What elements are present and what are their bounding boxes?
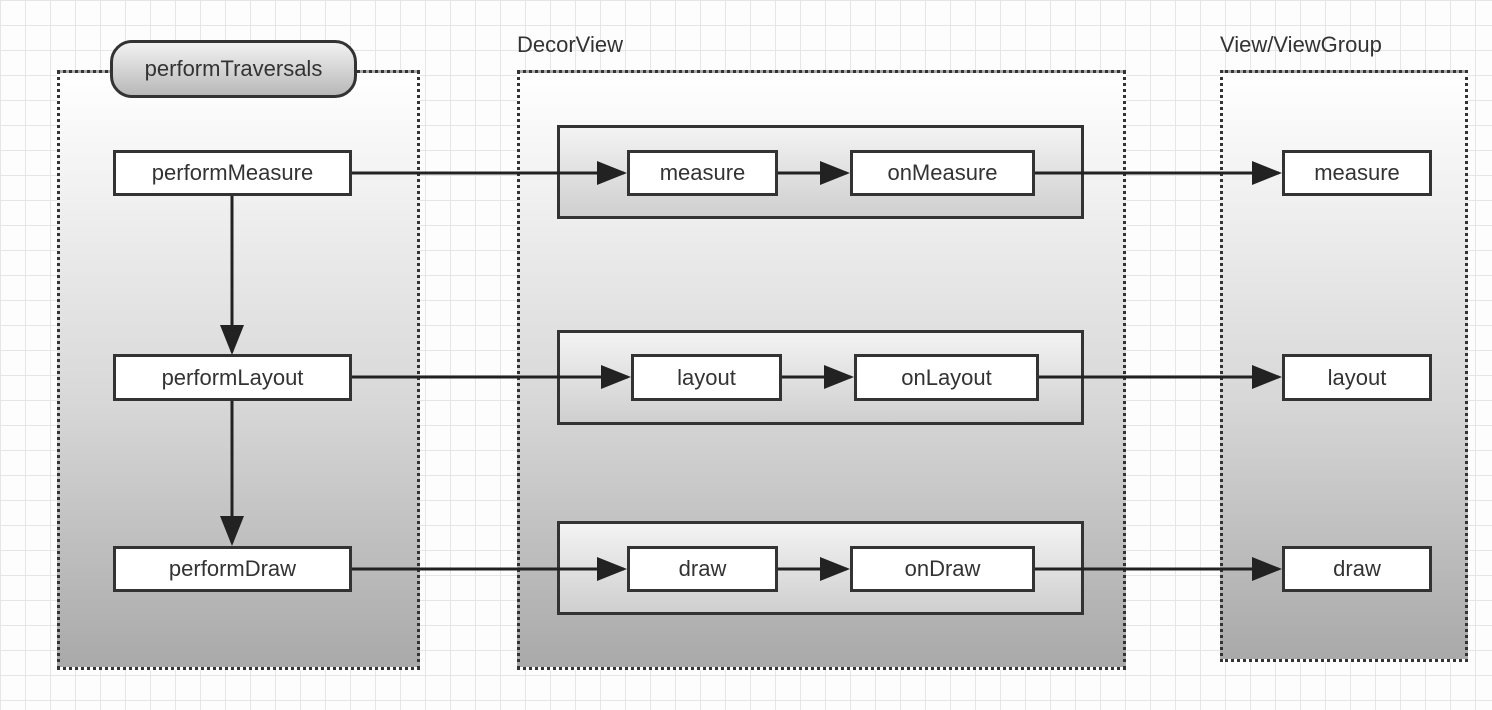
decor-on-measure-node: onMeasure [850, 150, 1035, 196]
view-viewgroup-title: View/ViewGroup [1220, 32, 1382, 57]
perform-measure-node: performMeasure [113, 150, 352, 196]
view-draw-node: draw [1282, 546, 1432, 592]
perform-layout-node: performLayout [113, 354, 352, 401]
perform-draw-node: performDraw [113, 546, 352, 592]
view-layout-node: layout [1282, 354, 1432, 401]
decor-view-title: DecorView [517, 32, 623, 57]
perform-traversals-title: performTraversals [110, 40, 357, 98]
decor-on-layout-node: onLayout [854, 354, 1039, 401]
decor-draw-node: draw [627, 546, 778, 592]
view-measure-node: measure [1282, 150, 1432, 196]
decor-on-draw-node: onDraw [850, 546, 1035, 592]
decor-measure-node: measure [627, 150, 778, 196]
decor-layout-node: layout [631, 354, 782, 401]
